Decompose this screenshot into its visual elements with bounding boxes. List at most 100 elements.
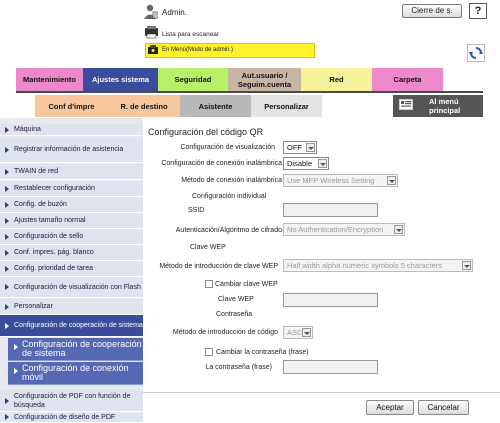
display-setting-select[interactable]: OFF (283, 141, 317, 154)
select-value: Disable (287, 159, 313, 168)
sidebar-item-buzon[interactable]: Config. de buzón (0, 197, 143, 213)
chevron-down-icon (462, 261, 471, 270)
help-button[interactable]: ? (469, 3, 487, 19)
wireless-setting-label: Configuración de conexión inalámbrica (161, 160, 282, 167)
sidebar-item-tamano-normal[interactable]: Ajustes tamaño normal (0, 213, 143, 229)
sidebar-item-asistencia[interactable]: Registrar información de asistencia (0, 137, 143, 163)
sidebar-item-label: Conf. impres. pág. blanco (14, 249, 94, 256)
sidebar-item-maquina[interactable]: Máquina (0, 124, 143, 136)
sidebar-subitem-cooperacion[interactable]: Configuración de cooperación de sistema (8, 338, 143, 361)
tab-autenticacion-usuario[interactable]: Aut.usuario / Seguim.cuenta (228, 68, 301, 91)
tab-red[interactable]: Red (301, 68, 372, 91)
chevron-right-icon (5, 265, 9, 272)
individual-setting-label: Configuración individual (192, 193, 267, 200)
chevron-down-icon (387, 176, 396, 185)
sidebar-item-restablecer[interactable]: Restablecer configuración (0, 181, 143, 197)
sidebar-item-label: Configuración de cooperación de sistema (14, 322, 143, 329)
chevron-right-icon (5, 126, 9, 133)
sidebar-item-label: Config. de buzón (14, 201, 67, 208)
tab-ajustes-sistema[interactable]: Ajustes sistema (83, 68, 158, 91)
sidebar-subitem-conexion-movil[interactable]: Configuración de conexión móvil (8, 362, 143, 385)
tab-label: Asistente (198, 101, 233, 111)
admin-mode-bar (145, 43, 315, 58)
tab-label: R. de destino (120, 101, 168, 111)
tab-asistente[interactable]: Asistente (180, 95, 251, 117)
tab-seguridad[interactable]: Seguridad (158, 68, 228, 91)
sidebar-item-label: Personalizar (14, 303, 53, 310)
sidebar-item-flash[interactable]: Configuración de visualización con Flash (0, 277, 143, 298)
chevron-down-icon (318, 159, 327, 168)
chevron-right-icon (5, 168, 9, 175)
chevron-right-icon (5, 233, 9, 240)
logout-button[interactable]: Cierre de s. (402, 4, 462, 18)
change-wep-label: Cambiar clave WEP (215, 281, 278, 288)
sidebar-item-label: Ajustes tamaño normal (14, 217, 86, 224)
sidebar-item-sello[interactable]: Configuración de sello (0, 229, 143, 245)
sidebar-item-label: Configuración de PDF con función de búsq… (14, 392, 131, 409)
scanner-status-icon (144, 25, 159, 39)
sidebar-item-label: Configuración de visualización con Flash (14, 283, 141, 291)
change-password-checkbox[interactable] (205, 348, 213, 356)
select-value: Use MFP Wireless Setting (287, 176, 375, 185)
sidebar-item-label: Restablecer configuración (14, 185, 95, 192)
change-wep-checkbox[interactable] (205, 280, 213, 288)
sidebar-item-label: Configuración de sello (14, 233, 84, 240)
select-value: Half width alpha numeric symbols 5 chara… (287, 261, 443, 270)
change-password-label: Cambiar la contraseña (frase) (216, 349, 309, 356)
wireless-setting-select[interactable]: Disable (283, 157, 329, 170)
password-phrase-field[interactable] (283, 360, 378, 374)
select-value: ASCII (287, 328, 307, 337)
wep-key-section-label: Clave WEP (190, 244, 226, 251)
admin-mode-icon (148, 45, 158, 55)
select-value: No Authentication/Encryption (287, 225, 384, 234)
chevron-right-icon (14, 368, 18, 374)
wep-key-field[interactable] (283, 293, 378, 307)
tab-conf-impre[interactable]: Conf d'impre (35, 95, 108, 117)
password-section-label: Contraseña (216, 311, 253, 318)
accept-button[interactable]: Aceptar (366, 400, 414, 415)
chevron-right-icon (5, 201, 9, 208)
refresh-button[interactable] (467, 44, 485, 62)
sidebar-item-pag-blanco[interactable]: Conf. impres. pág. blanco (0, 245, 143, 261)
wep-method-label: Método de introducción de clave WEP (159, 263, 278, 270)
code-method-select[interactable]: ASCII (283, 326, 313, 339)
sidebar-item-twain[interactable]: TWAIN de red (0, 164, 143, 180)
ssid-label: SSID (188, 207, 205, 214)
sidebar-subitem-label: Configuración de cooperación de sistema (22, 339, 142, 358)
sidebar-item-label: Config. prioridad de tarea (14, 265, 93, 272)
chevron-right-icon (14, 344, 18, 350)
wireless-method-select[interactable]: Use MFP Wireless Setting (283, 174, 398, 187)
tab-mantenimiento[interactable]: Mantenimiento (16, 68, 83, 91)
sidebar-item-cooperacion-sistema[interactable]: Configuración de cooperación de sistema (0, 315, 143, 337)
sidebar-subitem-label: Configuración de conexión móvil (22, 363, 129, 382)
admin-mode-text: En Menú(Modo de admin.) (162, 47, 234, 53)
user-name: Admin. (162, 8, 187, 17)
auth-encryption-select[interactable]: No Authentication/Encryption (283, 223, 405, 236)
sidebar-item-pdf-diseno[interactable]: Configuración de diseño de PDF (0, 413, 143, 423)
tab-label: Mantenimiento (23, 75, 76, 84)
sidebar-item-label: Registrar información de asistencia (14, 146, 124, 153)
chevron-down-icon (306, 143, 315, 152)
select-value: OFF (287, 143, 302, 152)
chevron-down-icon (302, 328, 311, 337)
chevron-right-icon (5, 217, 9, 224)
cancel-button[interactable]: Cancelar (418, 400, 469, 415)
tab-label: Personalizar (264, 101, 309, 111)
main-menu-button[interactable]: Al menú principal (393, 95, 483, 117)
code-method-label: Método de introducción de código (172, 329, 278, 336)
sidebar-item-prioridad-tarea[interactable]: Config. prioridad de tarea (0, 261, 143, 277)
ssid-field[interactable] (283, 203, 378, 217)
tab-label: Conf d'impre (48, 101, 95, 111)
chevron-right-icon (5, 322, 9, 329)
wep-method-select[interactable]: Half width alpha numeric symbols 5 chara… (283, 259, 473, 272)
sidebar-item-pdf-busqueda[interactable]: Configuración de PDF con función de búsq… (0, 390, 143, 412)
sidebar-item-label: TWAIN de red (14, 168, 59, 175)
tab-label: Red (329, 75, 344, 84)
tab-personalizar[interactable]: Personalizar (251, 95, 322, 117)
tab-label: Seguridad (174, 75, 212, 84)
tab-destino[interactable]: R. de destino (108, 95, 180, 117)
sidebar-item-personalizar[interactable]: Personalizar (0, 299, 143, 315)
chevron-down-icon (394, 225, 403, 234)
tab-carpeta[interactable]: Carpeta (372, 68, 443, 91)
auth-encryption-label: Autenticación/Algoritmo de cifrado (175, 227, 282, 234)
